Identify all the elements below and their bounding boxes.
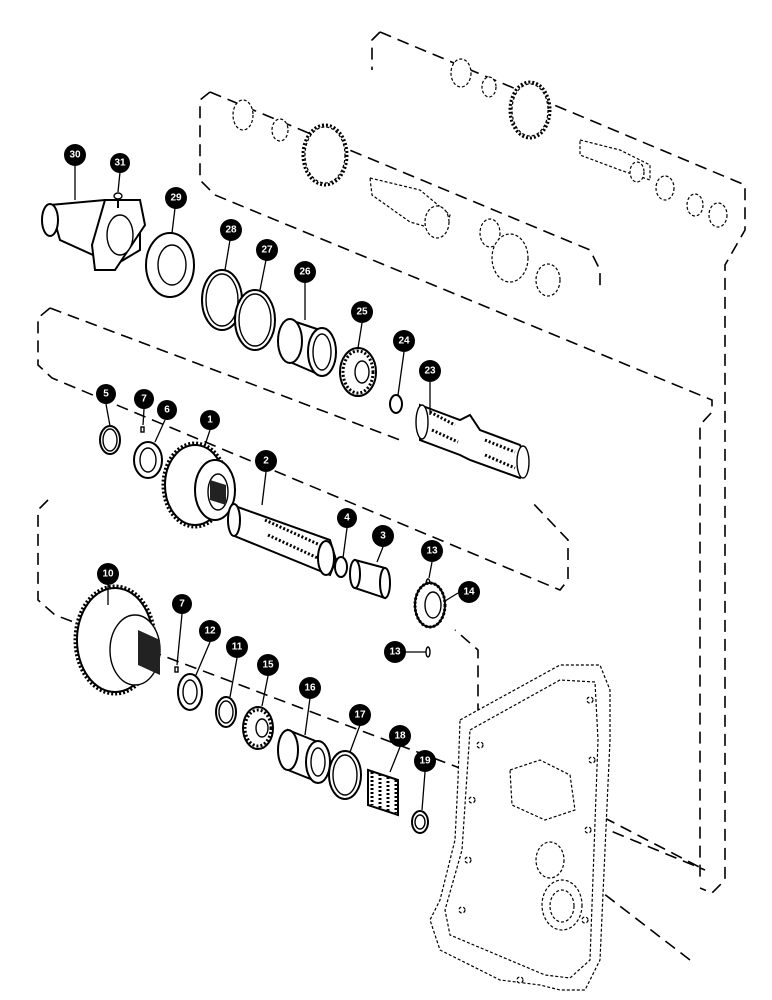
part-4-o-ring [334, 556, 348, 578]
callout-label: 18 [394, 731, 406, 742]
callout-13-upper: 13 [421, 540, 443, 562]
part-7-pin-upper [140, 426, 145, 433]
callout-label: 13 [426, 546, 438, 557]
callout-29: 29 [165, 187, 187, 209]
callout-label: 16 [304, 683, 316, 694]
callout-label: 7 [141, 394, 147, 405]
callout-19: 19 [414, 750, 436, 772]
callout-17: 17 [349, 704, 371, 726]
part-29-seal [145, 232, 195, 298]
callout-label: 29 [170, 193, 182, 204]
callout-6: 6 [157, 400, 177, 420]
part-31-bolt [113, 192, 123, 208]
callout-2: 2 [255, 450, 277, 472]
part-13-pin-lower [425, 646, 431, 658]
callout-13-lower: 13 [384, 641, 406, 663]
callout-label: 12 [204, 626, 216, 637]
group-outline-top-ghost [379, 31, 746, 894]
housing-cover [429, 664, 611, 991]
group-outline-second-ghost [199, 91, 713, 880]
part-23-splined-shaft [415, 403, 530, 480]
callout-30: 30 [64, 144, 86, 166]
callout-label: 23 [424, 366, 436, 377]
callout-24: 24 [393, 330, 415, 352]
callout-label: 26 [299, 267, 311, 278]
callout-1: 1 [200, 410, 220, 430]
part-7-pin-lower [174, 666, 179, 673]
part-3-bushing [349, 558, 391, 600]
part-10-large-gear [73, 584, 161, 696]
callout-23: 23 [419, 360, 441, 382]
callout-label: 6 [164, 405, 170, 416]
callout-14: 14 [458, 581, 480, 603]
callout-28: 28 [220, 219, 242, 241]
callout-label: 7 [179, 599, 185, 610]
part-27-ring [234, 289, 276, 351]
callout-18: 18 [389, 725, 411, 747]
callout-label: 2 [263, 456, 269, 467]
part-5-snap-ring [99, 425, 121, 455]
part-24-snap-ring [389, 394, 403, 414]
part-18-spring [367, 768, 399, 817]
callout-label: 14 [463, 587, 475, 598]
part-12-washer [177, 673, 203, 711]
callout-label: 1 [207, 415, 213, 426]
callout-label: 13 [389, 647, 401, 658]
callout-label: 15 [262, 660, 274, 671]
callout-31: 31 [110, 153, 130, 173]
callout-label: 19 [419, 756, 431, 767]
part-28-snap-ring [201, 269, 243, 331]
callout-label: 27 [261, 245, 273, 256]
callout-label: 17 [354, 710, 366, 721]
part-25-bearing-cone [339, 347, 377, 397]
callout-label: 31 [114, 158, 126, 169]
group-outline-top-ghost-left [371, 31, 381, 70]
part-15-bearing-cone [242, 706, 274, 750]
callout-15: 15 [257, 654, 279, 676]
callout-label: 10 [102, 569, 114, 580]
part-6-washer [133, 441, 163, 479]
part-19-washer [411, 810, 429, 834]
ghost-shaft-assembly-lower [232, 99, 561, 297]
callout-label: 5 [103, 389, 109, 400]
group-outline-lower [37, 499, 479, 771]
callout-3: 3 [372, 525, 394, 547]
part-30-tube-flange [41, 198, 147, 271]
callout-5: 5 [96, 384, 116, 404]
part-11-ring [215, 696, 237, 728]
callout-label: 4 [344, 513, 350, 524]
part-14-gear [413, 581, 447, 629]
callout-27: 27 [256, 239, 278, 261]
group-outline-middle [37, 307, 569, 591]
callout-label: 28 [225, 225, 237, 236]
part-2-splined-sleeve [227, 503, 338, 577]
callout-26: 26 [294, 261, 316, 283]
callout-7-lower: 7 [172, 594, 192, 614]
callout-10: 10 [97, 563, 119, 585]
callout-label: 24 [398, 336, 410, 347]
callout-16: 16 [299, 677, 321, 699]
callout-7-upper: 7 [134, 389, 154, 409]
callout-4: 4 [337, 508, 357, 528]
leader-lines [74, 165, 459, 811]
part-1-gear [161, 441, 236, 529]
part-17-snap-ring [328, 750, 362, 800]
callout-label: 30 [69, 150, 81, 161]
callout-label: 11 [232, 642, 243, 653]
group-outline-mid-return [49, 307, 401, 441]
callout-label: 3 [380, 531, 386, 542]
callout-label: 25 [356, 307, 368, 318]
callout-25: 25 [351, 301, 373, 323]
callout-11: 11 [226, 636, 248, 658]
part-26-bearing-cup [277, 318, 337, 377]
callout-12: 12 [199, 620, 221, 642]
ghost-shaft-assembly-upper [450, 58, 728, 228]
part-16-bearing-cup [277, 728, 331, 784]
